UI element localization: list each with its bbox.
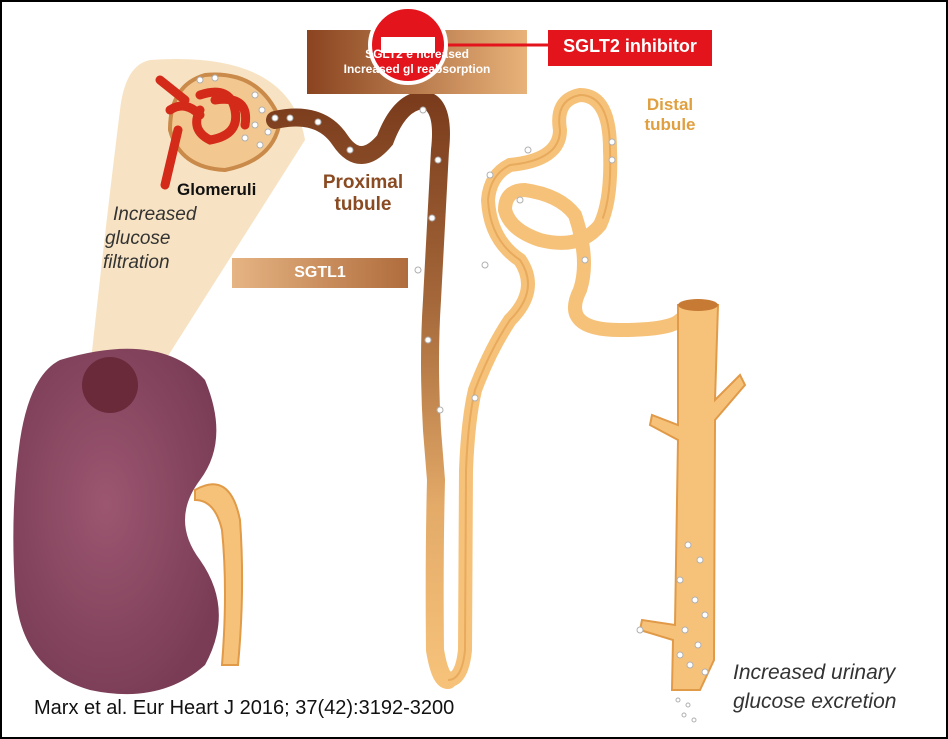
sglt2-box-line-2: Increased gl reabsorption — [307, 62, 527, 77]
inhibitor-label: SGLT2 inhibitor — [548, 36, 712, 57]
distal-tubule-label: Distal tubule — [630, 95, 710, 135]
filtration-label: Increased glucose filtration — [103, 203, 196, 275]
citation: Marx et al. Eur Heart J 2016; 37(42):319… — [34, 697, 454, 720]
zoom-spot — [82, 357, 138, 413]
sglt1-label: SGTL1 — [232, 264, 408, 282]
distal-tubule — [505, 190, 680, 330]
sglt2-box-label: SGLT2 e ncreased Increased gl reabsorpti… — [307, 47, 527, 77]
collecting-duct — [640, 305, 745, 690]
excretion-label: Increased urinary glucose excretion — [733, 658, 896, 716]
glomeruli-label: Glomeruli — [177, 180, 256, 200]
proximal-tubule-label: Proximal tubule — [318, 172, 408, 216]
sglt2-box-line-1: SGLT2 e ncreased — [307, 47, 527, 62]
loop-of-henle — [448, 95, 610, 680]
